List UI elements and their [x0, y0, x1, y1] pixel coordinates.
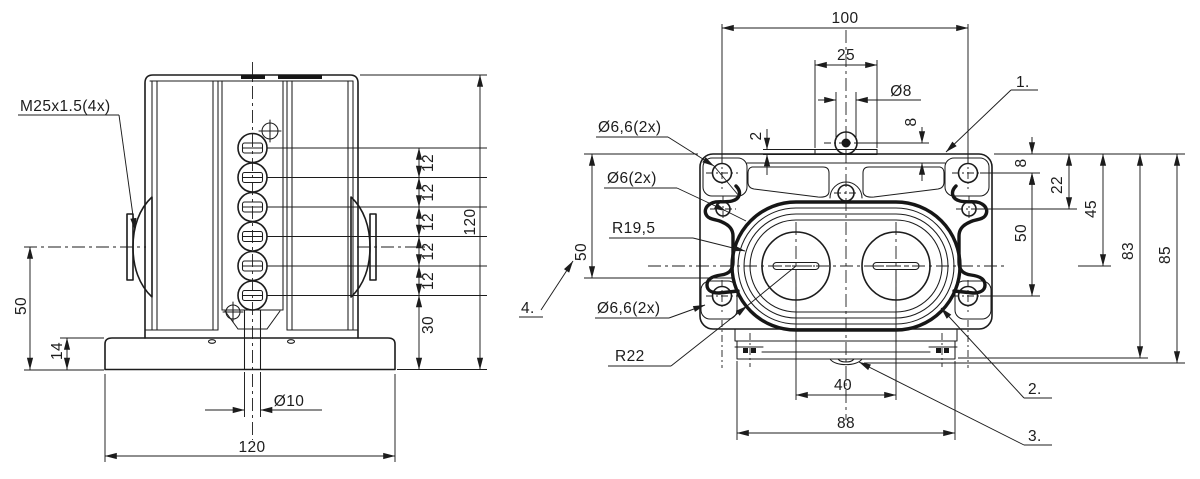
dim-88-label: 88 — [837, 415, 855, 432]
bottom-skirt — [721, 320, 969, 368]
label-outer-radius: R22 — [615, 348, 645, 365]
datum-target-top — [258, 119, 282, 143]
dim-100-label: 100 — [831, 10, 858, 27]
top-seam-right — [278, 74, 322, 79]
base-detail-left — [207, 339, 217, 344]
stack-dim-85-label: 85 — [1157, 246, 1174, 264]
callout-2-label: 2. — [1028, 381, 1042, 398]
dim-14-label: 14 — [49, 342, 66, 360]
pitch-dim-label: 12 — [420, 154, 437, 172]
callout-3-label: 3. — [1028, 428, 1042, 445]
corner-holes — [706, 157, 984, 312]
right-view — [648, 30, 1008, 420]
dim-2-label: 2 — [748, 131, 765, 140]
dim-d8-label: Ø8 — [890, 83, 911, 100]
label-side-holes: Ø6(2x) — [607, 170, 657, 187]
dim-120-height-label: 120 — [462, 208, 479, 235]
gasket-groove-right — [950, 184, 989, 295]
stack-dim-83-label: 83 — [1120, 242, 1137, 260]
dim-40-label: 40 — [834, 377, 852, 394]
dim-50-label: 50 — [13, 297, 30, 315]
base-outline — [104, 337, 396, 371]
dimension-lines — [588, 24, 1181, 437]
stack-dim-50-label: 50 — [1013, 224, 1030, 242]
left-view — [24, 62, 430, 440]
datum-target-bottom — [222, 301, 244, 323]
through-hole-lines — [243, 309, 262, 371]
label-inner-radius: R19,5 — [612, 220, 655, 237]
left-view-dimensions: M25x1.5(4x) 12 12 12 12 12 30 120 50 14 … — [13, 74, 487, 462]
right-view-dimensions: 100 25 Ø8 2 8 Ø6,6(2x) Ø6(2x) R19,5 Ø6,6… — [519, 10, 1185, 446]
pitch-dim-label: 12 — [420, 213, 437, 231]
mounting-ears — [700, 157, 992, 320]
gland-boss-left — [132, 196, 153, 298]
dimension-lines — [18, 74, 484, 460]
stack-dim-45-label: 45 — [1083, 200, 1100, 218]
dim-120-width-label: 120 — [238, 439, 265, 456]
dim-25-label: 25 — [837, 47, 855, 64]
body-wall-lines — [144, 80, 359, 331]
dim-8-top-label: 8 — [903, 117, 920, 126]
pitch-dim-label: 12 — [420, 242, 437, 260]
callout-4-label: 4. — [521, 300, 535, 317]
stack-dim-8-label: 8 — [1013, 158, 1030, 167]
top-seam-left — [241, 74, 265, 79]
label-corner-holes-bottom: Ø6,6(2x) — [597, 300, 661, 317]
extension-lines — [24, 74, 487, 462]
thread-callout-label: M25x1.5(4x) — [20, 98, 111, 115]
base-detail-right — [286, 339, 296, 344]
stack-dim-22-label: 22 — [1049, 176, 1066, 194]
dim-50-left-label: 50 — [573, 243, 590, 261]
callout-1-label: 1. — [1016, 74, 1030, 91]
gasket-groove-left — [703, 184, 742, 295]
label-corner-holes-top: Ø6,6(2x) — [598, 119, 662, 136]
dim-30-label: 30 — [420, 316, 437, 334]
leader-lines — [519, 89, 1052, 446]
extension-lines — [584, 24, 1185, 440]
pitch-dim-label: 12 — [420, 183, 437, 201]
dim-hole-dia-label: Ø10 — [274, 393, 305, 410]
pitch-dim-label: 12 — [420, 272, 437, 290]
